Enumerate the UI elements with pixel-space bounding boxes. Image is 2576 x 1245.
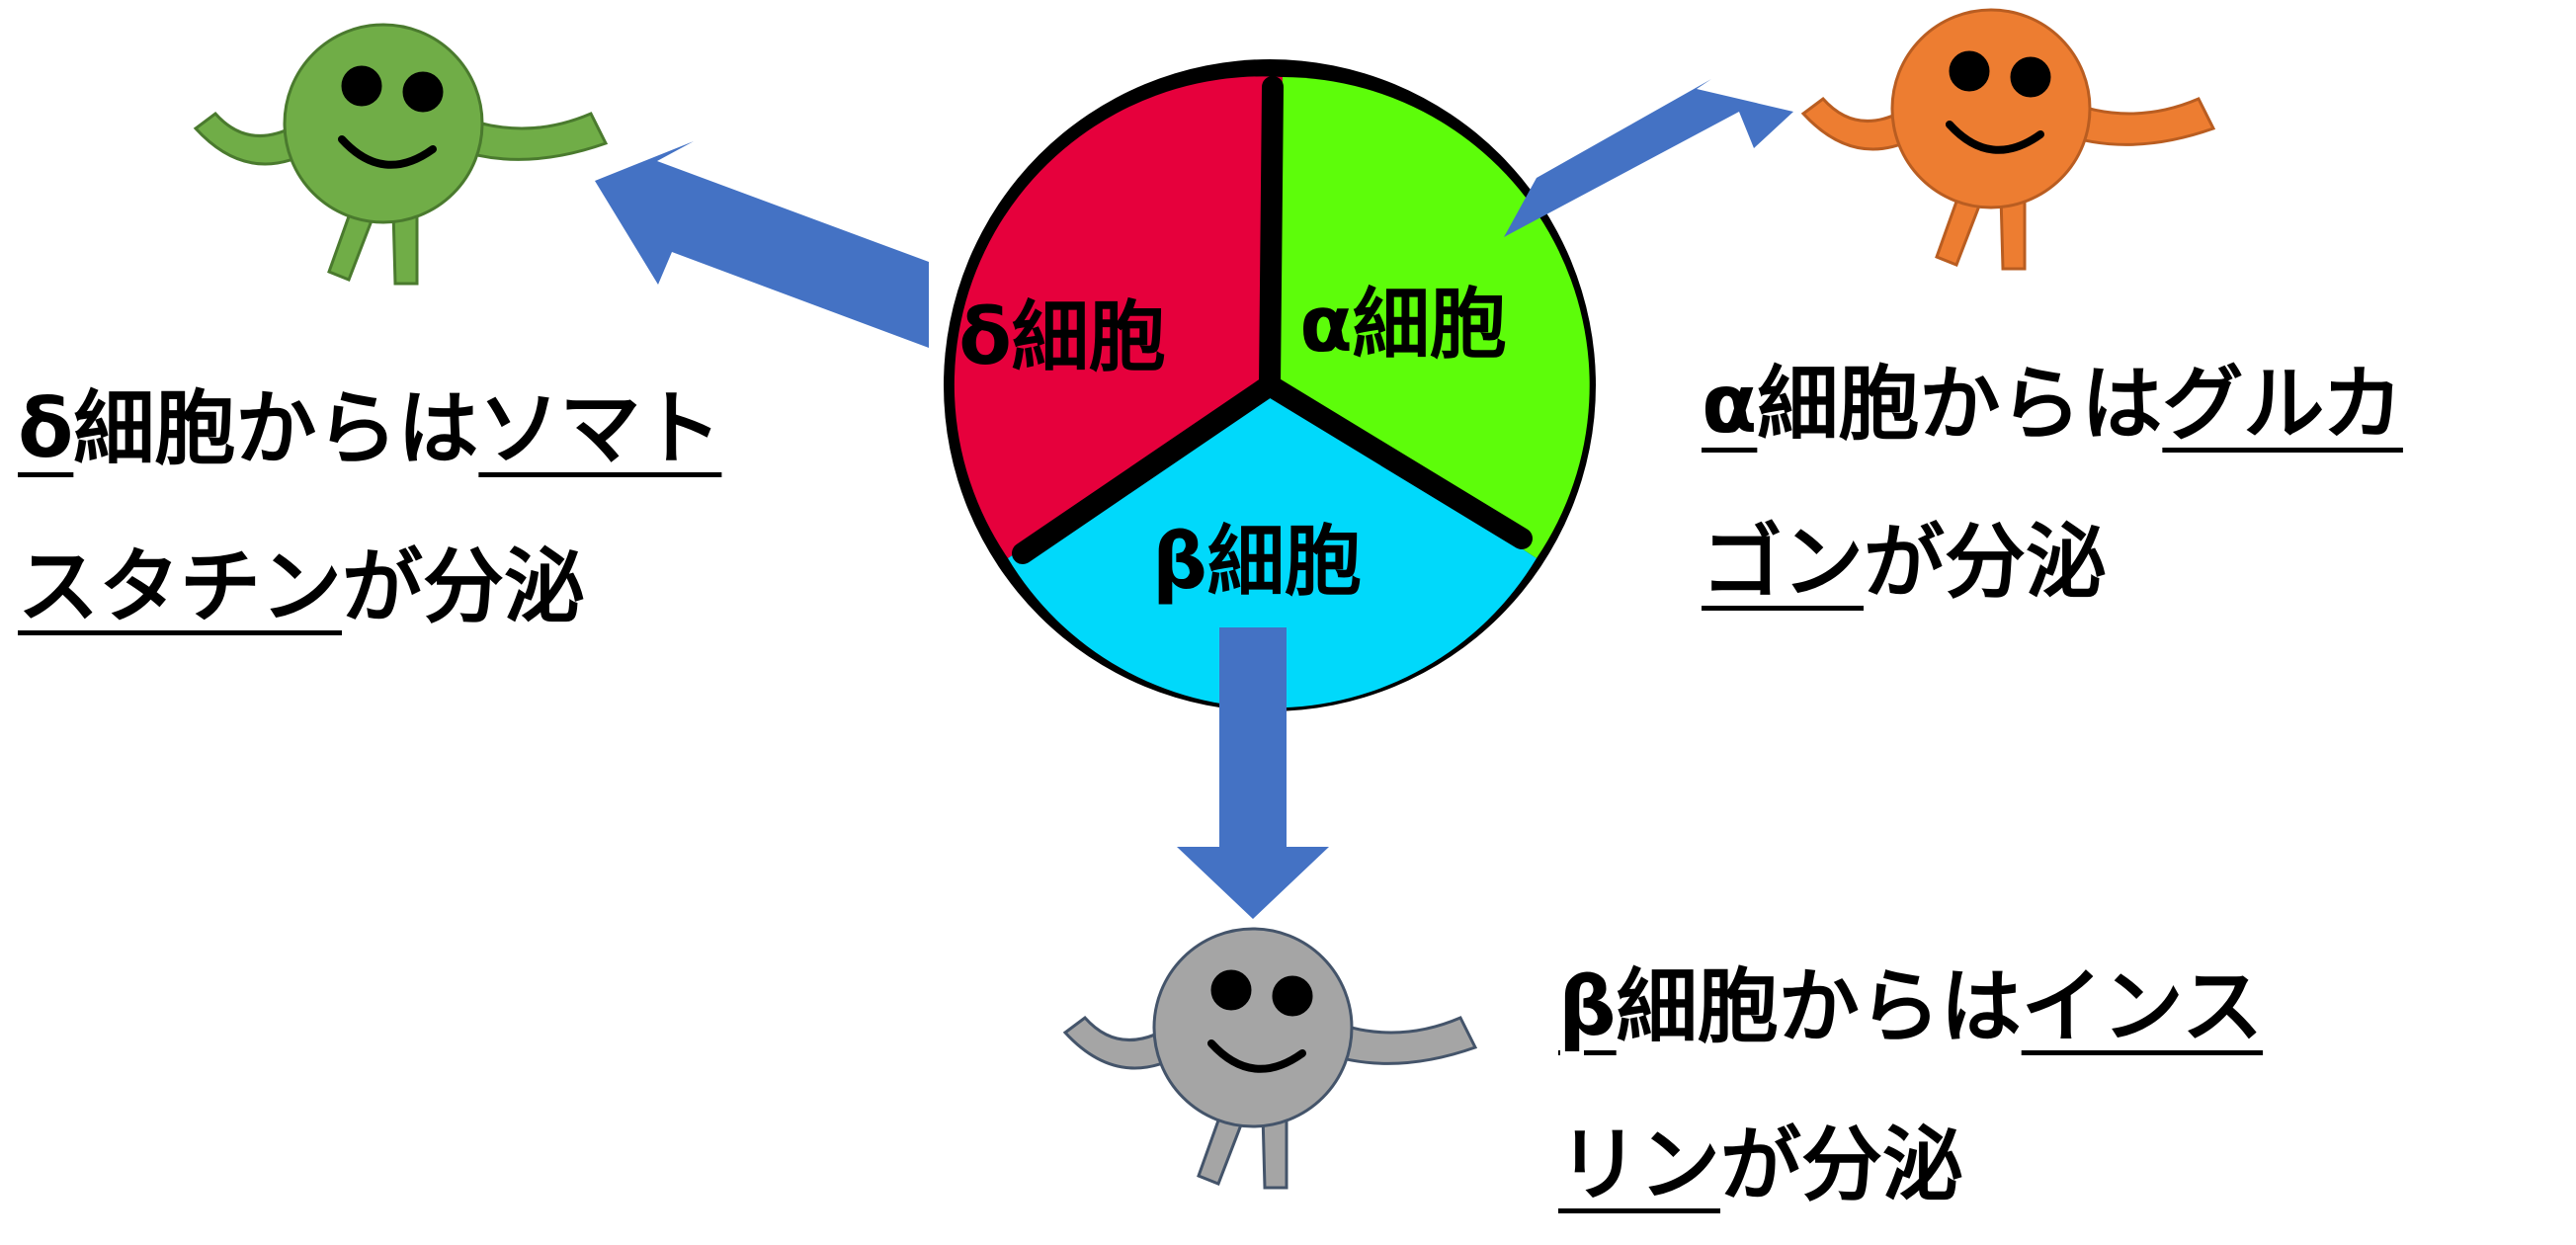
- caption-text: が分泌: [1864, 516, 2108, 610]
- hormone-name: グルカ: [2162, 358, 2403, 452]
- delta-sector: [954, 76, 1283, 559]
- caption-text: 細胞からは: [1616, 960, 2022, 1054]
- caption-text: 細胞からは: [73, 382, 479, 476]
- beta-cell-character: [1065, 929, 1475, 1188]
- hormone-name: インス: [2021, 960, 2264, 1054]
- hormone-name: ソマト: [478, 382, 722, 476]
- islet-cell: δ細胞 α細胞 β細胞: [944, 59, 1596, 711]
- islet-cell-diagram: δ細胞 α細胞 β細胞: [0, 0, 2576, 1212]
- caption-text: 細胞からは: [1757, 358, 2163, 452]
- alpha-sector: [1270, 77, 1590, 558]
- delta-sector-label: δ細胞: [958, 293, 1166, 382]
- hormone-name: ゴン: [1702, 516, 1865, 610]
- divider-line: [1259, 76, 1284, 396]
- caption-text: が分泌: [1720, 1119, 1964, 1212]
- beta-sector-label: β細胞: [1152, 518, 1362, 607]
- delta-cell-character: [196, 25, 606, 284]
- alpha-sector-label: α細胞: [1299, 281, 1507, 370]
- caption-text: が分泌: [342, 540, 586, 634]
- arrow-to-alpha-character: [1504, 79, 1793, 237]
- arrow-to-delta-character: [595, 141, 929, 348]
- divider-line: [1012, 374, 1281, 564]
- hormone-name: スタチン: [18, 540, 343, 634]
- delta-symbol: δ: [18, 382, 74, 476]
- arrow-to-beta-character: [1177, 627, 1329, 919]
- beta-symbol: β: [1558, 960, 1617, 1054]
- beta-sector: [1008, 385, 1537, 708]
- alpha-symbol: α: [1702, 358, 1758, 452]
- hormone-name: リン: [1558, 1119, 1721, 1212]
- divider-line: [1259, 374, 1533, 549]
- beta-caption: β細胞からはインス リンが分泌: [1558, 929, 2263, 1245]
- alpha-caption: α細胞からはグルカ ゴンが分泌: [1702, 326, 2403, 642]
- alpha-cell-character: [1803, 10, 2213, 269]
- delta-caption: δ細胞からはソマト スタチンが分泌: [18, 351, 721, 667]
